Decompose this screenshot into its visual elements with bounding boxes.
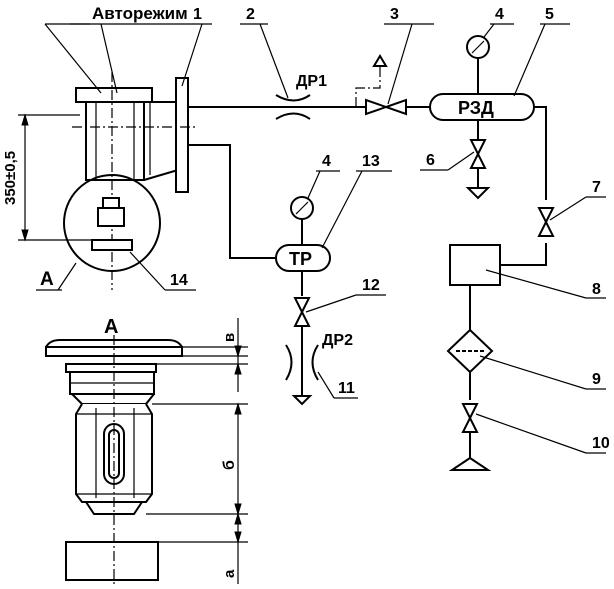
callout-6: 6 [426,152,435,169]
callout-1: 1 [193,6,202,23]
throttle-dr2 [285,344,319,406]
view-a-dimensions [146,318,248,584]
view-a-detail [45,335,183,584]
autorezhim-label: Авторежим [92,4,188,23]
callout-4-top: 4 [495,6,504,23]
valve-10 [448,403,492,471]
rzd-unit [429,93,535,121]
dim-a-label: а [221,569,238,578]
filter-9 [446,328,494,374]
callout-4-lower: 4 [322,153,331,170]
dim-v-label: в [221,333,238,342]
dr2-label: ДР2 [322,332,353,349]
valve-7 [537,207,555,237]
callout-2: 2 [246,6,255,23]
dr1-label: ДР1 [296,73,327,90]
callout-14: 14 [170,272,188,289]
unit-8 [449,244,501,286]
throttle-dr1 [275,94,311,120]
valve-12 [293,297,311,327]
callout-7: 7 [592,179,601,196]
valve-6 [465,139,491,200]
callout-13: 13 [362,153,380,170]
view-a-title: А [104,316,118,338]
tr-unit [275,244,331,272]
dim-350-label: 350±0,5 [2,151,19,205]
callout-5: 5 [545,6,554,23]
pressure-gauge-top [466,35,490,59]
callout-12: 12 [362,277,380,294]
callout-9: 9 [592,371,601,388]
rzd-label: РЗД [458,98,494,118]
tr-label: ТР [289,249,312,269]
view-a-marker: А [40,269,54,290]
callout-3: 3 [390,6,399,23]
callout-10: 10 [592,435,610,452]
callout-8: 8 [592,281,601,298]
pipelines [188,58,547,458]
pressure-gauge-lower [290,196,314,220]
dim-b-label: б [221,460,238,470]
callout-11: 11 [338,380,355,397]
valve-3 [355,54,407,116]
autoregime-unit [63,72,195,290]
